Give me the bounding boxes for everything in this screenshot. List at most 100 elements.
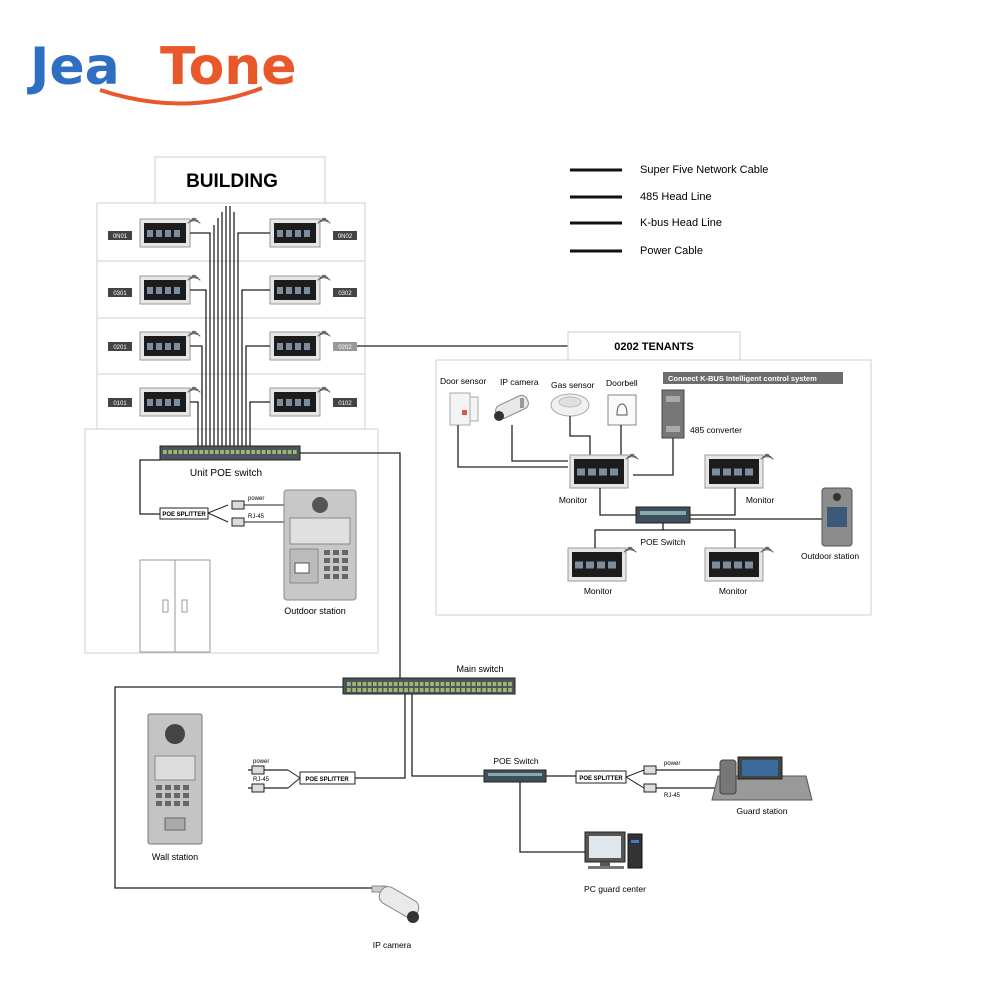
wifi-icon <box>319 276 329 279</box>
main-ip-camera-label: IP camera <box>373 940 412 950</box>
legend-label-1: Super Five Network Cable <box>640 164 768 176</box>
tenant-monitor-label: Monitor <box>746 495 775 505</box>
wall-station: Wall station <box>147 713 203 862</box>
wifi-icon <box>627 546 633 549</box>
keypad-key <box>165 801 171 806</box>
wifi-icon <box>321 217 327 220</box>
keypad-key <box>324 558 330 563</box>
pc-guard-center-label: PC guard center <box>584 884 646 894</box>
tenant-poe-switch-label: POE Switch <box>640 537 686 547</box>
switch-port <box>414 688 419 692</box>
switch-port <box>225 450 230 454</box>
wifi-icon <box>764 453 770 456</box>
switch-port <box>451 682 455 686</box>
tenants-area <box>435 359 872 616</box>
switch-port <box>456 688 460 692</box>
indoor-monitor <box>139 330 201 361</box>
keypad-key <box>324 574 330 579</box>
keypad-key <box>333 574 339 579</box>
wifi-icon <box>762 455 772 458</box>
switch-port <box>246 450 250 454</box>
switch-port <box>487 688 492 692</box>
switch-port <box>466 688 471 692</box>
keypad-key <box>342 550 348 555</box>
tenant-outdoor-station: Outdoor station <box>801 487 859 561</box>
main-poe-switch-label: POE Switch <box>493 756 539 766</box>
unit-label-right-3: 0202 <box>338 345 352 351</box>
switch-port <box>173 450 178 454</box>
guard-station: Guard station <box>711 756 813 816</box>
main-switch-label: Main switch <box>456 664 503 674</box>
switch-port <box>383 688 388 692</box>
unit-label-right-1: 0N02 <box>338 234 353 240</box>
wifi-icon <box>764 546 770 549</box>
switch-port <box>357 682 362 686</box>
tenants-panel: 0202 TENANTS Connect K-BUS Intelligent c… <box>435 331 872 616</box>
keypad-key <box>333 558 339 563</box>
wifi-icon <box>317 333 331 337</box>
switch-port <box>425 688 429 692</box>
wifi-icon <box>762 548 772 551</box>
door-sensor-label: Door sensor <box>440 376 486 386</box>
tenant-monitor-2 <box>704 453 774 489</box>
tenant-monitor-main <box>569 453 639 489</box>
switch-port <box>378 688 382 692</box>
switch-port <box>451 688 455 692</box>
gas-sensor-icon <box>550 393 590 417</box>
wifi-icon <box>321 330 327 333</box>
switch-port <box>168 450 172 454</box>
unit-tag <box>108 342 132 351</box>
keypad-key <box>333 550 339 555</box>
wifi-icon <box>189 388 199 391</box>
building: BUILDING 0N01 0301 0201 0101 0N02 0302 0… <box>84 156 401 680</box>
building-title: BUILDING <box>186 171 278 192</box>
switch-port <box>419 688 424 692</box>
switch-port <box>471 682 476 686</box>
gas-sensor-label: Gas sensor <box>551 380 595 390</box>
pc-guard-center: PC guard center <box>584 831 646 894</box>
building-outdoor-station-label: Outdoor station <box>284 606 346 616</box>
unit-tag <box>108 398 132 407</box>
indoor-monitor <box>269 274 331 305</box>
brand-prefix: Jea <box>27 37 120 97</box>
unit-switch-label: Unit POE switch <box>190 468 262 479</box>
wifi-icon <box>187 277 201 281</box>
switch-port <box>163 450 167 454</box>
switch-port <box>409 682 414 686</box>
wall-station-label: Wall station <box>152 852 198 862</box>
brand-logo: Jea Tone <box>27 37 297 106</box>
legend: Super Five Network Cable 485 Head Line K… <box>570 164 768 257</box>
keypad-key <box>342 574 348 579</box>
building-title-box <box>154 156 326 204</box>
unit-label-right-4: 0102 <box>338 401 352 407</box>
unit-label-right-2: 0302 <box>338 291 352 297</box>
tenants-title: 0202 TENANTS <box>614 341 693 353</box>
building-floors <box>96 202 366 430</box>
keypad-key <box>156 801 162 806</box>
switch-port <box>189 450 193 454</box>
unit-label-left-1: 0N01 <box>113 234 128 240</box>
legend-label-2: 485 Head Line <box>640 191 712 203</box>
kbus-banner <box>663 372 843 384</box>
wifi-icon <box>625 456 639 460</box>
keypad-key <box>333 566 339 571</box>
unit-tag-highlight <box>333 342 357 351</box>
kbus-banner-label: Connect K-BUS Intelligent control system <box>668 374 817 383</box>
guard-splitter-label: POE SPLITTER <box>579 776 623 782</box>
guard-power-label: power <box>664 761 680 767</box>
switch-port <box>419 682 424 686</box>
unit-tag <box>108 231 132 240</box>
switch-port <box>456 682 460 686</box>
switch-port <box>409 688 414 692</box>
switch-port <box>503 682 507 686</box>
unit-splitter-label: POE SPLITTER <box>162 512 206 518</box>
tenant-monitor-label: Monitor <box>584 586 613 596</box>
keypad-key <box>156 793 162 798</box>
door-sensor-icon <box>449 392 479 426</box>
unit-tag <box>333 288 357 297</box>
switch-port <box>388 682 393 686</box>
switch-port <box>241 450 245 454</box>
wifi-icon <box>191 330 197 333</box>
switch-port <box>347 688 351 692</box>
